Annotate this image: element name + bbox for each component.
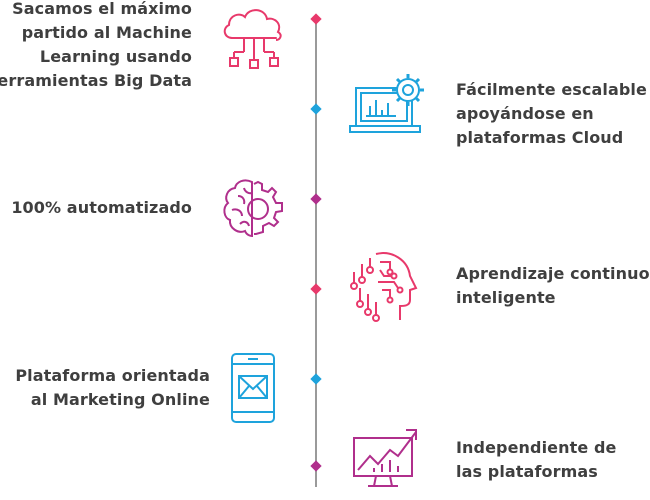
- item-3-line-1: 100% automatizado: [11, 198, 192, 217]
- laptop-gear-chart-icon: [349, 74, 424, 133]
- item-1-line-4: herramientas Big Data: [0, 71, 192, 90]
- timeline-marker-4: [310, 283, 322, 295]
- item-4-line-2: inteligente: [456, 288, 556, 307]
- brain-gear-icon: [223, 179, 283, 238]
- monitor-growth-chart-icon: [353, 429, 417, 487]
- timeline-marker-1: [310, 13, 322, 25]
- timeline-marker-3: [310, 193, 322, 205]
- timeline-line: [315, 15, 317, 487]
- timeline-marker-2: [310, 103, 322, 115]
- item-2-line-3: plataformas Cloud: [456, 128, 624, 147]
- item-6-line-2: las plataformas: [456, 462, 598, 481]
- item-1-line-2: partido al Machine: [21, 23, 192, 42]
- phone-mail-icon: [231, 353, 275, 423]
- ai-head-icon: [350, 252, 418, 322]
- item-5-line-2: al Marketing Online: [30, 390, 210, 409]
- item-5-line-1: Plataforma orientada: [15, 366, 210, 385]
- item-5-label: Plataforma orientada al Marketing Online: [15, 364, 210, 412]
- item-2-label: Fácilmente escalable apoyándose en plata…: [456, 78, 647, 150]
- item-6-label: Independiente de las plataformas: [456, 436, 617, 484]
- item-1-label: Sacamos el máximo partido al Machine Lea…: [0, 0, 192, 93]
- cloud-network-icon: [223, 9, 282, 69]
- item-2-line-1: Fácilmente escalable: [456, 80, 647, 99]
- item-1-line-1: Sacamos el máximo: [12, 0, 192, 18]
- item-6-line-1: Independiente de: [456, 438, 617, 457]
- timeline-marker-5: [310, 373, 322, 385]
- item-2-line-2: apoyándose en: [456, 104, 594, 123]
- item-4-label: Aprendizaje continuo e inteligente: [456, 262, 650, 310]
- item-3-label: 100% automatizado: [11, 196, 192, 220]
- item-1-line-3: Learning usando: [39, 47, 192, 66]
- timeline-marker-6: [310, 460, 322, 472]
- item-4-line-1: Aprendizaje continuo e: [456, 264, 650, 283]
